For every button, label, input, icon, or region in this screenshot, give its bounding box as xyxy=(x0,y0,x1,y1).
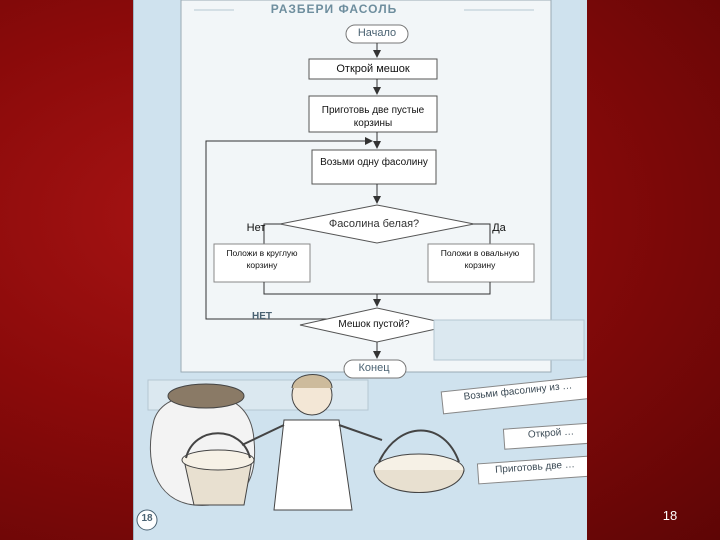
girl-illustration xyxy=(241,374,383,511)
decision1-no-label: Нет xyxy=(246,222,266,234)
card-prepare xyxy=(476,455,587,485)
round-basket-illustration xyxy=(181,432,255,506)
page-title: РАЗБЕРИ ФАСОЛЬ xyxy=(270,2,398,16)
decision-bag-empty-label: Мешок пустой? xyxy=(338,319,410,330)
action-oval-basket-label: Положи в овальную корзину xyxy=(440,248,520,270)
decision-bean-white-label: Фасолина белая? xyxy=(328,218,420,230)
decision-bean-white xyxy=(279,204,475,244)
card-take-bean xyxy=(440,375,587,415)
step-open-bag-label: Открой мешок xyxy=(336,63,410,75)
start-label: Начало xyxy=(357,27,397,39)
book-page-number: 18 xyxy=(141,513,153,524)
no-branch-line xyxy=(263,223,280,244)
end-node xyxy=(343,359,407,379)
step-take-bean-box xyxy=(311,149,437,185)
slide-number: 18 xyxy=(662,508,678,523)
yes-branch-line xyxy=(474,223,491,244)
action-round-basket-label: Положи в круглую корзину xyxy=(226,248,298,270)
decision2-no-label: НЕТ xyxy=(252,311,272,322)
textbook-page: РАЗБЕРИ ФАСОЛЬ Начало Открой мешок Приго… xyxy=(133,0,587,540)
step-prepare-baskets-box xyxy=(308,95,438,133)
step-open-bag-box xyxy=(308,58,438,80)
decision1-yes-label: Да xyxy=(492,222,506,234)
card-open xyxy=(502,422,587,450)
step-take-bean-label: Возьми одну фасолину xyxy=(320,157,428,168)
step-prepare-baskets-label: Приготовь две пустые корзины xyxy=(321,105,425,129)
action-round-basket-box xyxy=(213,243,311,283)
loop-back-line xyxy=(205,137,373,320)
end-label: Конец xyxy=(358,362,390,374)
action-oval-basket-box xyxy=(427,243,535,283)
flowchart-diagram xyxy=(136,0,587,531)
oval-basket-illustration xyxy=(373,429,465,493)
